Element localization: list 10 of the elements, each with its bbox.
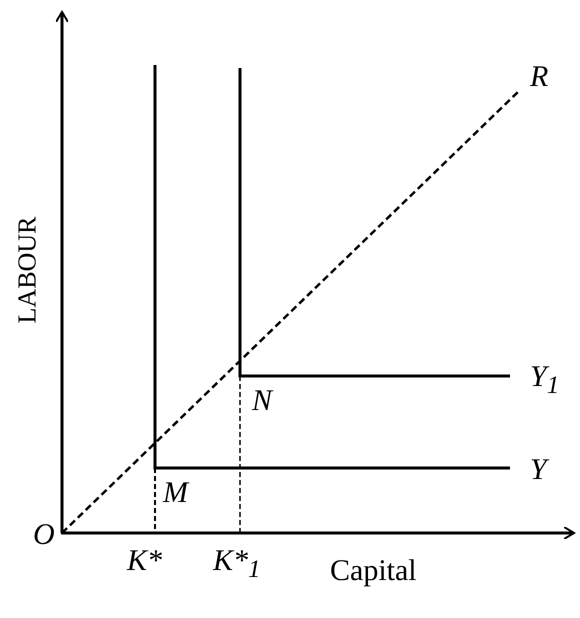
point-label: R — [530, 62, 548, 92]
point-label: N — [252, 386, 272, 416]
curve-label: Y$_{1}$ — [530, 362, 560, 398]
axis-tick-label: K*$_{1}$ — [213, 546, 261, 582]
axis-tick-label: K* — [127, 546, 162, 576]
origin-label: O — [33, 520, 55, 550]
axis-title: LABOUR — [14, 216, 40, 324]
curve-label: Y — [530, 455, 547, 485]
axis-title: Capital — [330, 556, 417, 586]
point-label: M — [163, 478, 188, 508]
